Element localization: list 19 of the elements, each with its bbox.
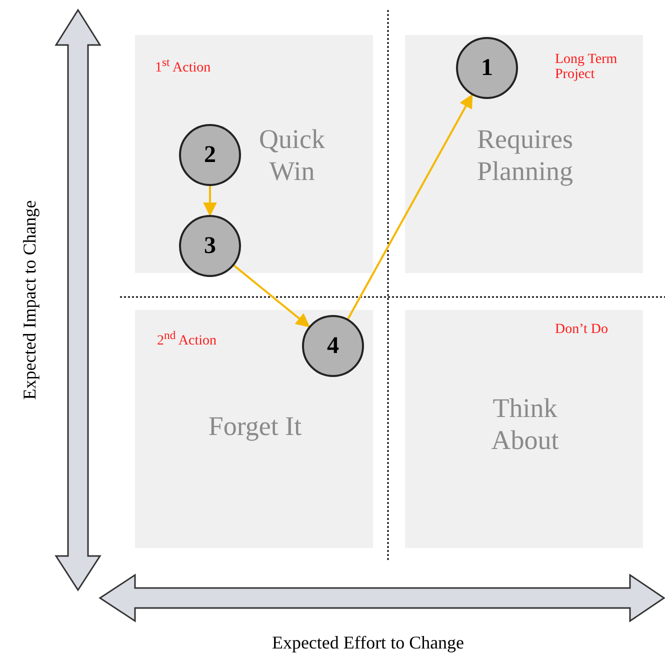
action-note: Don’t Do bbox=[555, 322, 610, 337]
quadrant-title: Think About bbox=[490, 392, 560, 456]
numbered-circle: 1 bbox=[456, 37, 518, 99]
numbered-circle: 4 bbox=[302, 315, 364, 377]
action-note: 2$^{nd}$ Action bbox=[157, 328, 218, 349]
quadrant-title: Forget It bbox=[207, 410, 303, 442]
numbered-circle: 3 bbox=[179, 215, 241, 277]
quadrant-panel bbox=[135, 310, 373, 548]
action-note: Long Term Project bbox=[555, 52, 618, 82]
numbered-circle: 2 bbox=[179, 124, 241, 186]
quadrant-title: Requires Planning bbox=[476, 123, 574, 187]
quadrant-title: Quick Win bbox=[258, 123, 326, 187]
axis-label: Expected Impact to Change bbox=[20, 200, 40, 400]
axis-label: Expected Effort to Change bbox=[272, 632, 464, 654]
arrow bbox=[347, 94, 473, 320]
arrow bbox=[203, 186, 217, 216]
action-note: 1$^{st}$ Action bbox=[155, 55, 212, 76]
arrow bbox=[233, 264, 310, 328]
quadrant-panel bbox=[405, 35, 643, 273]
